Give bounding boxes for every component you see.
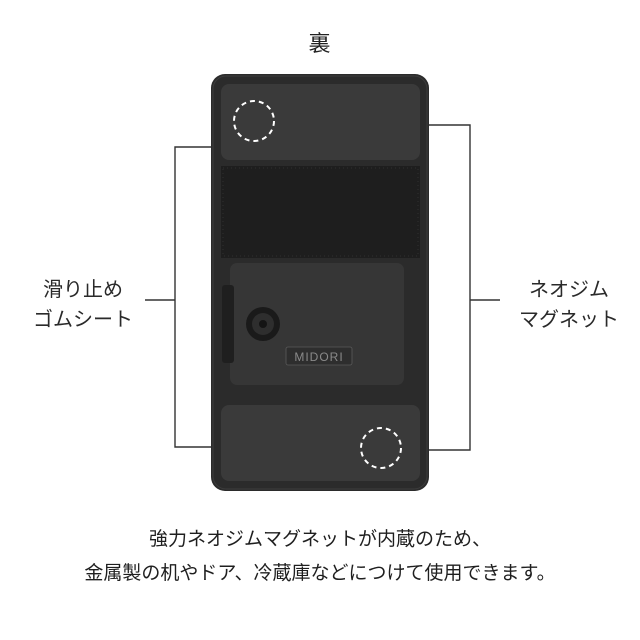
center-panel xyxy=(230,263,404,385)
label-magnet-line2: マグネット xyxy=(519,307,619,331)
brand-mark: MIDORI xyxy=(294,350,343,364)
label-rubber-sheet-line2: ゴムシート xyxy=(33,307,133,331)
camera-center xyxy=(259,320,267,328)
callout-left-line xyxy=(174,146,232,448)
caption-line2: 金属製の机やドア、冷蔵庫などにつけて使用できます。 xyxy=(84,562,556,584)
device-body-edge xyxy=(212,75,428,490)
label-magnet-line1: ネオジム xyxy=(529,277,609,301)
velcro-texture xyxy=(222,167,419,257)
heading-back: 裏 xyxy=(308,32,332,57)
brand-plate xyxy=(285,346,353,366)
label-rubber-sheet: 滑り止め ゴムシート xyxy=(18,274,148,334)
caption: 強力ネオジムマグネットが内蔵のため、 金属製の机やドア、冷蔵庫などにつけて使用で… xyxy=(0,522,640,590)
label-rubber-sheet-line1: 滑り止め xyxy=(43,277,123,301)
label-neodymium-magnet: ネオジム マグネット xyxy=(506,274,632,334)
magnet-indicator-top xyxy=(233,100,275,142)
caption-line1: 強力ネオジムマグネットが内蔵のため、 xyxy=(148,528,491,550)
bottom-rubber-pad xyxy=(221,405,420,481)
top-rubber-pad xyxy=(221,84,420,160)
magnet-indicator-bottom xyxy=(360,427,402,469)
side-notch xyxy=(222,285,234,363)
velcro-strip xyxy=(221,166,420,258)
